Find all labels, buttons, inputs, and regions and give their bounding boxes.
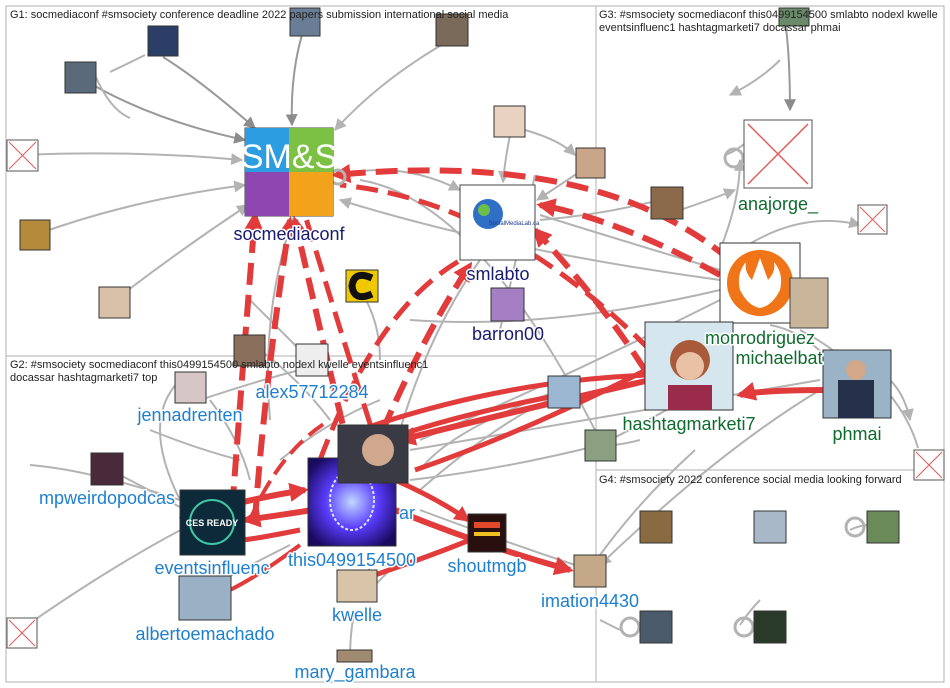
label-barron00[interactable]: barron00 (470, 323, 545, 346)
avatar-g1-6[interactable] (98, 286, 131, 319)
label-hashtagmarketi7[interactable]: hashtagmarketi7 (621, 413, 757, 436)
kwelle-avatar[interactable] (336, 569, 378, 603)
label-smlabto[interactable]: smlabto (465, 263, 531, 286)
avatar-g3-3[interactable] (857, 204, 888, 235)
smlabto-logo-text: SocialMediaLab.ca (489, 221, 540, 227)
group-label-g1: G1: socmediaconf #smsociety conference d… (10, 9, 509, 21)
label-imation4430[interactable]: imation4430 (539, 590, 640, 613)
phmai-node[interactable] (822, 349, 892, 419)
alex57712284-avatar[interactable] (295, 343, 329, 377)
hashtagmarketi7-node[interactable] (644, 321, 734, 411)
label-phmai[interactable]: phmai (831, 423, 883, 446)
label-anajorge[interactable]: anajorge_ (736, 193, 820, 217)
albertoemachado-avatar[interactable] (178, 575, 232, 621)
anajorge-node[interactable] (743, 119, 813, 189)
avatar-g1-1[interactable] (147, 25, 179, 57)
group-label-g4: G4: #smsociety 2022 conference social me… (599, 474, 902, 486)
imation4430-avatar[interactable] (573, 554, 607, 588)
avatar-g1-broken[interactable] (6, 139, 39, 172)
avatar-g4-3[interactable] (866, 510, 900, 544)
avatar-g3-2[interactable] (778, 7, 810, 27)
label-jennadrenten[interactable]: jennadrenten (135, 404, 244, 427)
avatar-g3-4[interactable] (913, 449, 945, 481)
eventsinfluenc1-node[interactable]: CES READY (179, 489, 246, 556)
group-label-g3: G3: #smsociety socmediaconf this04991545… (599, 9, 938, 34)
avatar-g1-4[interactable] (435, 13, 469, 47)
label-alex57712284[interactable]: alex57712284 (254, 381, 370, 404)
avatar-g4-1[interactable] (639, 510, 673, 544)
label-albertoemachado[interactable]: albertoemachado (134, 623, 276, 646)
label-eventsinfluenc1[interactable]: eventsinfluenc (153, 557, 271, 580)
group-box-g4 (595, 469, 945, 683)
eventsinfluenc1-logo-text: CES READY (186, 518, 239, 528)
label-kwelle[interactable]: kwelle (330, 604, 383, 627)
barron00-avatar[interactable] (490, 287, 525, 322)
avatar-g4-4[interactable] (639, 610, 673, 644)
docassar-node[interactable] (337, 424, 409, 484)
label-mary-gambara[interactable]: mary_gambara (293, 661, 418, 685)
avatar-g2-broken[interactable] (6, 617, 38, 649)
michaelbat-node[interactable] (789, 277, 829, 329)
socmediaconf-logo-text: SM&S (241, 138, 337, 176)
avatar-g1-9[interactable] (233, 334, 266, 367)
label-this0499154500[interactable]: this0499154500 (286, 549, 417, 572)
avatar-g2-2[interactable] (584, 429, 617, 462)
avatar-g1-10[interactable] (345, 269, 379, 303)
monrodriguez-node[interactable] (719, 242, 801, 324)
label-socmediaconf[interactable]: socmediaconf (232, 223, 347, 246)
avatar-g1-3[interactable] (289, 7, 321, 37)
avatar-g3-1[interactable] (650, 186, 684, 220)
label-mpweirdopodcast[interactable]: mpweirdopodcas (37, 487, 176, 510)
avatar-g2-1[interactable] (547, 375, 581, 409)
jennadrenten-avatar[interactable] (174, 371, 207, 404)
group-label-g2: G2: #smsociety socmediaconf this04991545… (10, 359, 429, 384)
node-images: SM&S SocialMediaLab.ca (6, 7, 945, 663)
label-monrodriguez[interactable]: monrodriguez (703, 327, 816, 350)
smlabto-node[interactable]: SocialMediaLab.ca (459, 184, 540, 261)
mpweirdopodcast-avatar[interactable] (90, 452, 124, 486)
node-labels: socmediaconf smlabto barron00 anajorge_ … (37, 193, 883, 685)
label-shoutmgb[interactable]: shoutmgb (446, 555, 528, 578)
avatar-g1-7[interactable] (493, 105, 526, 138)
mary-gambara-avatar[interactable] (336, 649, 373, 663)
avatar-g4-2[interactable] (753, 510, 787, 544)
label-docassar[interactable]: ar (397, 502, 416, 525)
avatar-g1-5[interactable] (19, 219, 51, 251)
shoutmgb-node[interactable] (467, 513, 507, 553)
avatar-g1-2[interactable] (64, 61, 97, 94)
socmediaconf-node[interactable]: SM&S (241, 127, 337, 217)
avatar-g1-8[interactable] (575, 147, 606, 179)
label-michaelbat[interactable]: michaelbat (734, 347, 824, 370)
avatar-g4-5[interactable] (753, 610, 787, 644)
